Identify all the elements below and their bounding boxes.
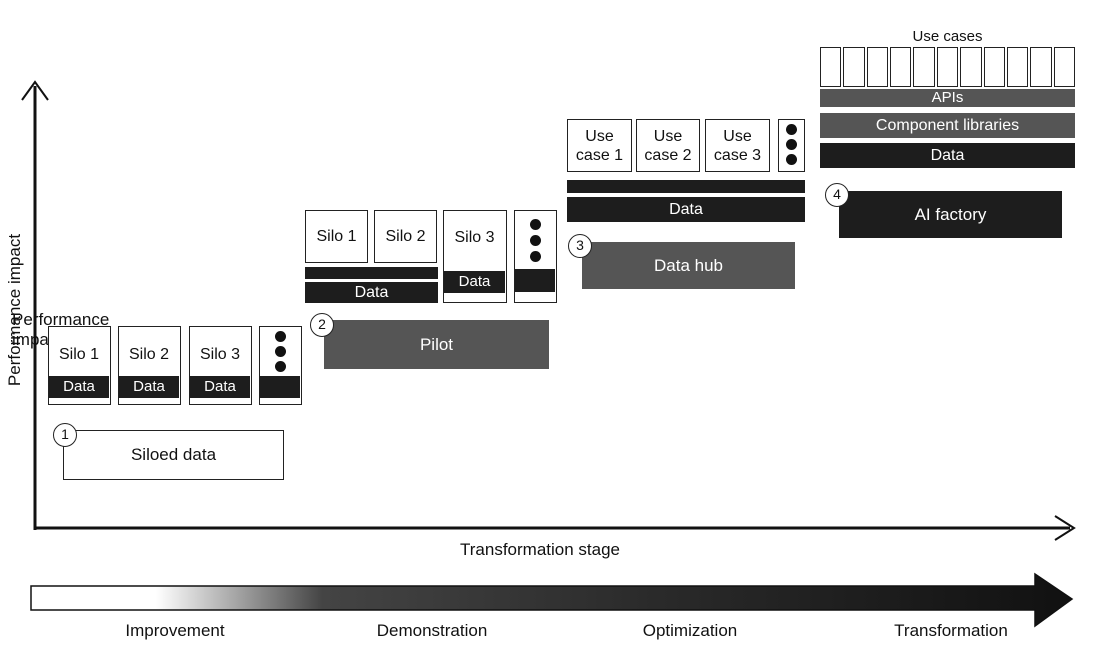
ellipsis-dot [786,139,797,150]
use-case-slot [866,47,889,87]
silo-1: Silo 1 Data [48,326,111,405]
stage-3-number: 3 [568,234,592,258]
apis-layer: APIs [820,89,1075,107]
silo-3: Silo 3 Data [443,210,507,303]
silo-label: Silo 3 [199,345,241,363]
stage-1-label-box: Siloed data [63,430,284,480]
silo-label: Silo 1 [58,345,100,363]
ellipsis-dot [786,154,797,165]
use-case-slot [1053,47,1075,87]
ellipsis-dot [786,124,797,135]
use-case-slots [820,47,1075,87]
use-case-line1: Use [585,127,614,145]
ellipsis-dot [530,219,541,230]
silo-1: Silo 1 [305,210,368,263]
use-case-slot [843,47,865,87]
progression-label-transformation: Transformation [894,621,1008,640]
use-case-slot [890,47,912,87]
data-layer: Data [820,143,1075,168]
use-case-line2: case 2 [644,146,692,164]
ellipsis-data-bar [260,376,300,398]
silo-label: Silo 2 [128,345,170,363]
stage-2-label-box: Pilot [324,320,549,369]
x-axis-label: Transformation stage [460,540,620,559]
progression-label-improvement: Improvement [125,621,225,640]
use-cases-label: Use cases [912,28,983,45]
stage-4-number: 4 [825,183,849,207]
shared-data-bar-top [305,267,438,279]
use-case-line1: Use [723,127,752,145]
silo-2: Silo 2 [374,210,437,263]
use-case-slot [936,47,959,87]
silo-data-bar: Data [444,271,505,293]
use-case-slot [1006,47,1029,87]
y-axis-arrowhead [21,80,49,101]
silo-3: Silo 3 Data [189,326,252,405]
shared-data-bar: Data [305,282,438,303]
use-case-slot [1030,47,1052,87]
ellipsis-dot [530,235,541,246]
more-silos-ellipsis [514,210,557,303]
progression-label-optimization: Optimization [642,621,738,640]
use-case-line1: Use [653,127,683,145]
ellipsis-dot [275,346,286,357]
use-case-line2: case 3 [713,146,762,164]
use-case-1: Use case 1 [567,119,632,172]
stage-3-label-box: Data hub [582,242,795,289]
use-case-slot [913,47,935,87]
more-use-cases-ellipsis [778,119,805,172]
progression-label-demonstration: Demonstration [376,621,488,640]
y-axis-label-text: Performance impact [5,233,24,387]
component-libraries-layer: Component libraries [820,113,1075,138]
ellipsis-dot [530,251,541,262]
ellipsis-dot [275,361,286,372]
shared-data-bar: Data [567,197,805,222]
silo-data-bar: Data [49,376,109,398]
use-case-slot [820,47,842,87]
use-case-slot [960,47,982,87]
use-case-line2: case 1 [575,146,624,164]
use-case-2: Use case 2 [636,119,700,172]
use-case-3: Use case 3 [705,119,770,172]
x-axis-arrowhead [1054,515,1076,541]
silo-2: Silo 2 Data [118,326,181,405]
silo-data-bar: Data [119,376,179,398]
more-silos-ellipsis [259,326,302,405]
silo-data-bar: Data [190,376,250,398]
ellipsis-dot [275,331,286,342]
stage-2-number: 2 [310,313,334,337]
stage-1-number: 1 [53,423,77,447]
use-case-slot [983,47,1005,87]
progression-arrow [30,572,1074,628]
ellipsis-data-bar [515,269,555,292]
progression-arrow-body [30,572,1074,628]
stage-4-label-box: AI factory [839,191,1062,238]
shared-layer-bar [567,180,805,193]
silo-label: Silo 3 [454,228,495,246]
